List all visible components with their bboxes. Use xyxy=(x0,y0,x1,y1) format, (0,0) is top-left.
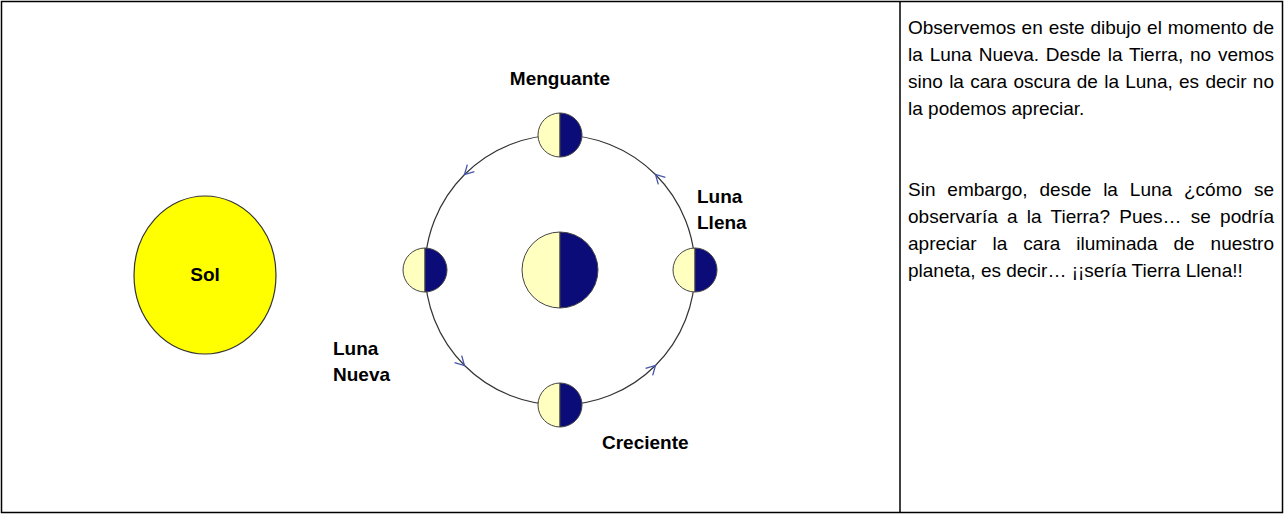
moon-phase-top xyxy=(538,113,582,157)
moon-phase-right xyxy=(673,248,717,292)
sun-label: Sol xyxy=(190,264,220,286)
phase-label: Menguante xyxy=(480,66,640,92)
phase-label: Luna Llena xyxy=(697,184,761,236)
cell-divider xyxy=(899,2,901,513)
explanation-paragraph: Observemos en este dibujo el momento de … xyxy=(908,14,1274,122)
phase-label: Luna Nueva xyxy=(333,336,401,388)
moon-phase-bottom xyxy=(538,383,582,427)
earth xyxy=(522,232,598,308)
moon-orbit xyxy=(425,135,695,405)
sun-circle: Sol xyxy=(133,195,277,355)
moon-phase-left xyxy=(403,248,447,292)
orbit-arrows xyxy=(455,165,666,376)
sun-disc xyxy=(134,196,276,354)
explanation-paragraph: Sin embargo, desde la Luna ¿cómo se obse… xyxy=(908,176,1274,284)
phase-label: Creciente xyxy=(602,430,742,456)
